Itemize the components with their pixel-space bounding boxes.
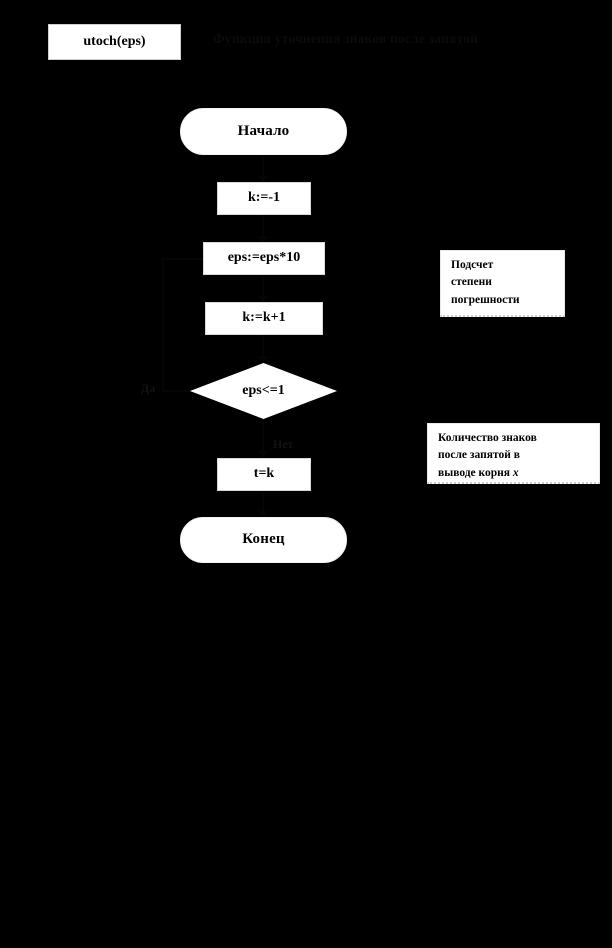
- node-mul-eps-label: eps:=eps*10: [227, 250, 301, 266]
- annotation-digits-after-comma: Количество знаков после запятой в выводе…: [427, 423, 600, 484]
- connector-init-to-mul: [262, 215, 264, 242]
- annotation-digits-variable: x: [512, 466, 519, 479]
- connector-cond-to-assign: [262, 418, 264, 458]
- node-end[interactable]: Конец: [180, 517, 347, 563]
- annotation-digits-line-1: Количество знаков: [438, 432, 537, 444]
- annotation-digits-line-3: выводе корня x: [438, 465, 591, 482]
- node-assign-t[interactable]: t=k: [217, 458, 311, 491]
- function-name-box: utoch(eps): [48, 24, 181, 60]
- node-start-label: Начало: [237, 122, 290, 139]
- node-condition-label: eps<=1: [242, 382, 285, 398]
- connector-loop-vertical: [162, 258, 164, 391]
- node-inc-k[interactable]: k:=k+1: [205, 302, 323, 335]
- annotation-power-error-line-2: степени: [451, 276, 492, 289]
- branch-label-no: Нет: [273, 437, 294, 451]
- header-caption: Функция уточнения знаков после запятой: [213, 31, 479, 46]
- node-assign-t-label: t=k: [253, 466, 275, 482]
- connector-start-to-init: [262, 155, 264, 183]
- arrowhead-cond-to-assign: [258, 451, 268, 458]
- node-condition[interactable]: eps<=1: [190, 363, 337, 419]
- arrowhead-start-to-init: [258, 176, 268, 183]
- arrowhead-mul-to-inc: [258, 296, 268, 303]
- arrowhead-init-to-mul: [258, 236, 268, 243]
- annotation-power-error: Подсчет степени погрешности: [440, 250, 565, 317]
- node-init-k[interactable]: k:=-1: [217, 182, 311, 215]
- node-end-label: Конец: [242, 531, 285, 548]
- connector-loop-horizontal-bottom: [162, 390, 192, 392]
- node-inc-k-label: k:=k+1: [242, 310, 286, 326]
- connector-inc-to-cond: [262, 335, 264, 363]
- branch-label-yes: Да: [141, 381, 156, 395]
- node-start[interactable]: Начало: [180, 108, 347, 155]
- node-mul-eps[interactable]: eps:=eps*10: [203, 242, 325, 275]
- arrowhead-inc-to-cond: [258, 356, 268, 363]
- annotation-power-error-line-1: Подсчет: [451, 259, 494, 271]
- function-name-label: utoch(eps): [83, 34, 146, 49]
- node-init-k-label: k:=-1: [247, 190, 281, 206]
- annotation-digits-line-2: после запятой в: [438, 449, 520, 462]
- connector-loop-horizontal-top: [162, 258, 212, 260]
- connector-mul-to-inc: [262, 275, 264, 302]
- connector-assign-to-end: [262, 491, 264, 517]
- arrowhead-assign-to-end: [258, 511, 268, 518]
- annotation-power-error-line-3: погрешности: [451, 293, 520, 306]
- annotation-digits-line-3-text: выводе корня: [438, 466, 511, 479]
